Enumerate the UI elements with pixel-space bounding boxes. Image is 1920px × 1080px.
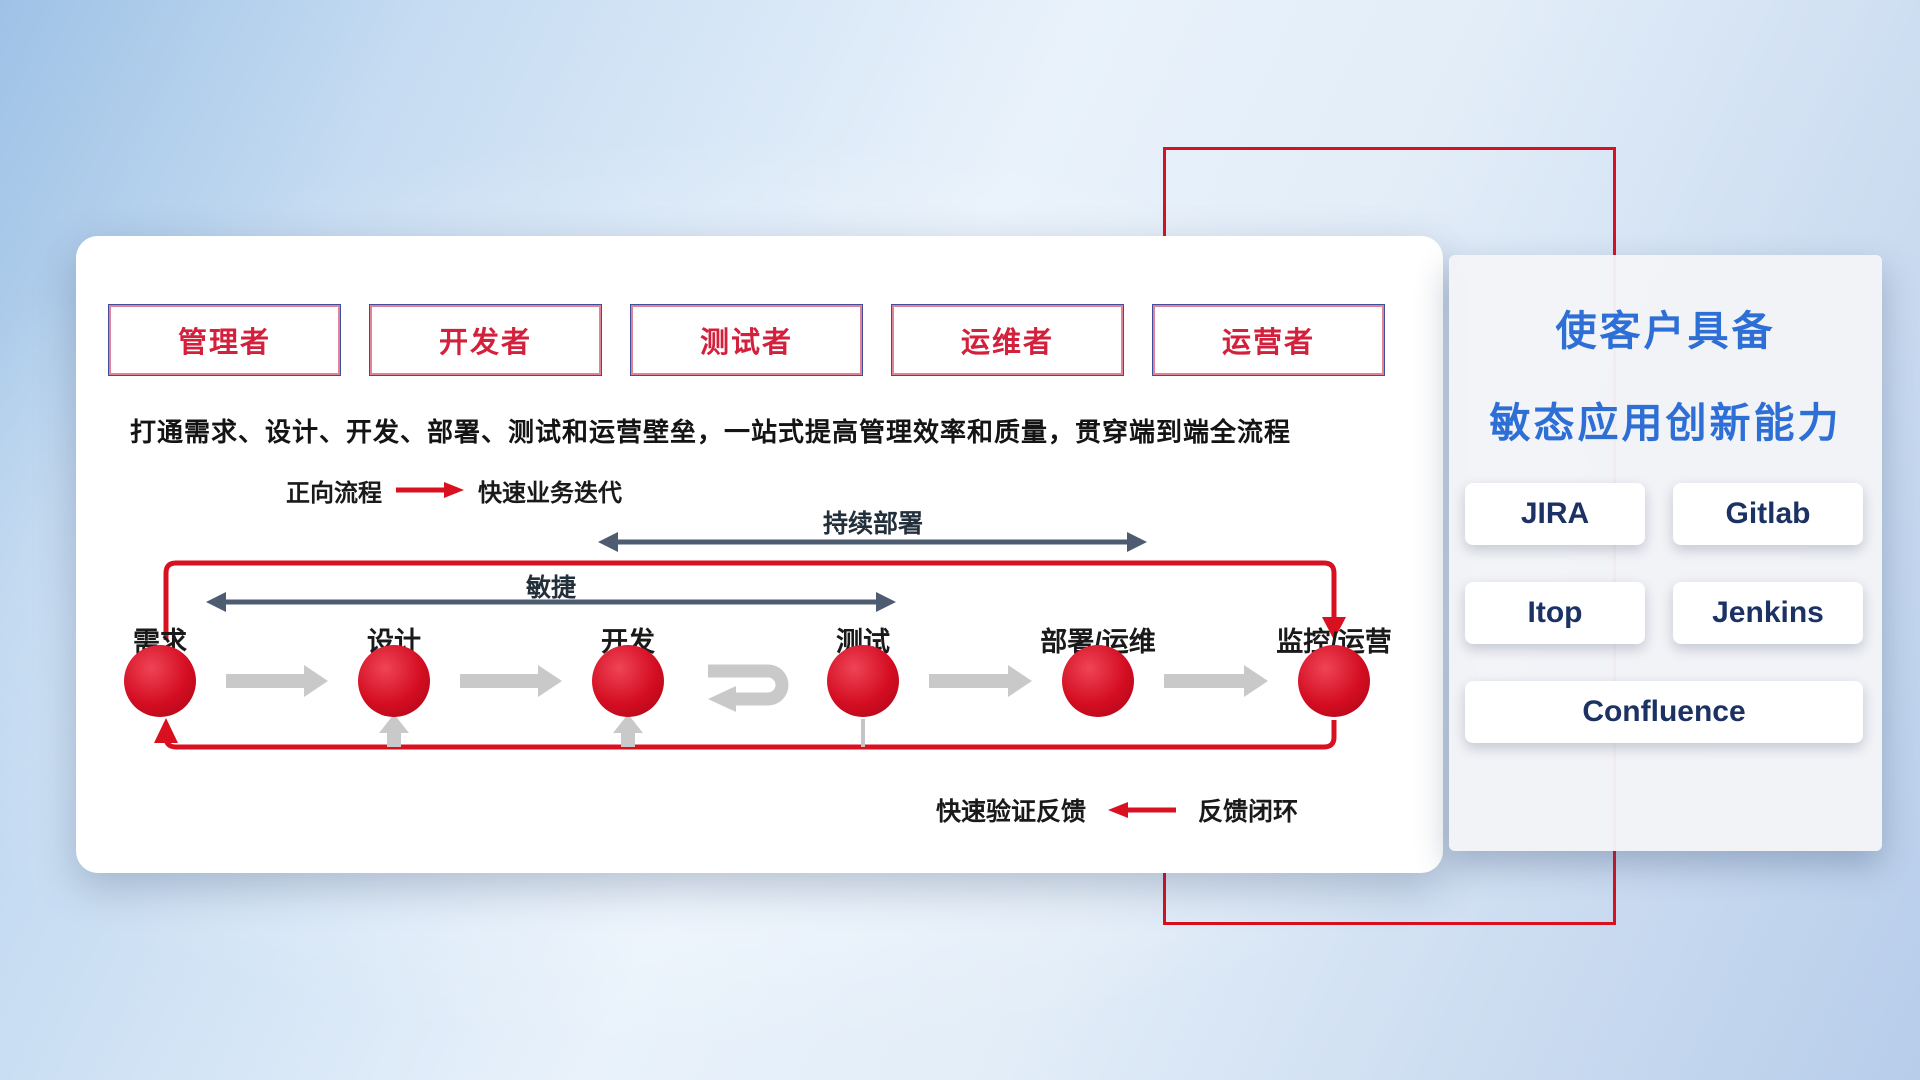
stage-node-test (827, 645, 899, 717)
red-loop-bottom (154, 718, 1337, 750)
role-box-manager: 管理者 (108, 304, 341, 376)
gray-step-arrows (226, 665, 1268, 697)
flow-connectors (154, 532, 1346, 750)
continuous-deploy-label: 持续部署 (822, 510, 923, 538)
tool-chip-itop: Itop (1465, 582, 1645, 644)
red-loop-top (163, 560, 1346, 640)
role-label: 测试者 (699, 327, 793, 359)
gray-feedback-up-arrows (379, 714, 865, 747)
red-arrowhead-down (1322, 617, 1346, 640)
role-label: 管理者 (177, 327, 271, 359)
feedback-arrow-icon (1108, 802, 1177, 818)
legend-forward-desc: 快速业务迭代 (478, 479, 622, 507)
tool-chip-jira: JIRA (1465, 483, 1645, 545)
tool-chip-jenkins: Jenkins (1673, 582, 1863, 644)
capability-panel: 使客户具备 敏态应用创新能力 JIRA Gitlab Itop Jenkins … (1449, 255, 1882, 851)
stage-node-deploy-ops (1062, 645, 1134, 717)
role-boxes-row: 管理者 开发者 测试者 运维者 运营者 (108, 304, 1385, 380)
stage-node-monitor-operate (1298, 645, 1370, 717)
stage-node-design (358, 645, 430, 717)
role-label: 运维者 (960, 327, 1054, 359)
role-box-operator: 运营者 (1152, 304, 1385, 376)
role-label: 开发者 (438, 327, 532, 359)
stage-node-develop (592, 645, 664, 717)
test-feedback-line (861, 719, 865, 747)
legend-feedback: 快速验证反馈 反馈闭环 (936, 794, 1298, 826)
agile-label: 敏捷 (525, 574, 576, 602)
capability-title-line1: 使客户具备 (1555, 308, 1776, 354)
devops-flow-panel: 管理者 开发者 测试者 运维者 运营者 打通需求、设计、开发、部署、测试和运营壁… (76, 236, 1443, 873)
iteration-loop-icon (708, 664, 789, 712)
tool-chip-confluence: Confluence (1465, 681, 1863, 743)
panel-subtitle: 打通需求、设计、开发、部署、测试和运营壁垒，一站式提高管理效率和质量，贯穿端到端… (130, 417, 1292, 447)
legend-feedback-desc: 快速验证反馈 (936, 798, 1087, 826)
capability-title-line2: 敏态应用创新能力 (1489, 400, 1842, 446)
role-label: 运营者 (1221, 327, 1315, 359)
red-arrowhead-up (154, 718, 178, 743)
role-box-developer: 开发者 (369, 304, 602, 376)
legend-forward-label: 正向流程 (286, 479, 382, 507)
role-box-ops: 运维者 (891, 304, 1124, 376)
legend-forward: 正向流程 快速业务迭代 (286, 474, 622, 507)
forward-arrow-icon (396, 482, 464, 498)
continuous-deploy-arrow (598, 532, 1147, 552)
role-box-tester: 测试者 (630, 304, 863, 376)
stage-node-requirement (124, 645, 196, 717)
tool-chip-gitlab: Gitlab (1673, 483, 1863, 545)
legend-feedback-label: 反馈闭环 (1198, 798, 1299, 826)
agile-arrow (206, 592, 896, 612)
